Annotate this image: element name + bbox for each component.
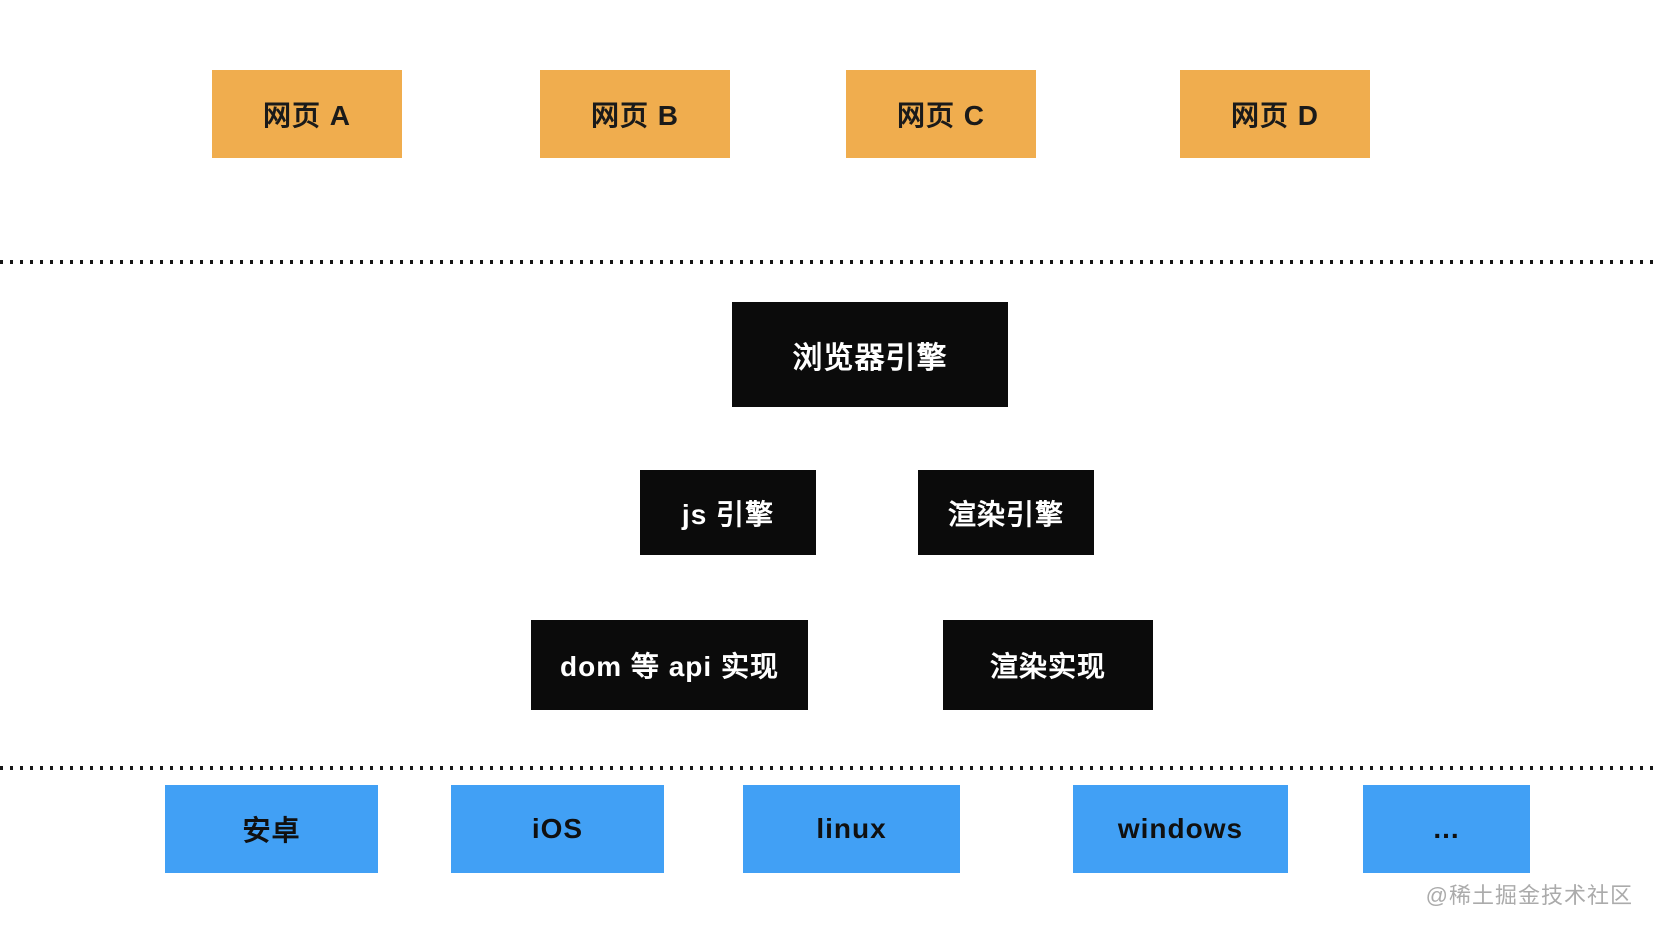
diagram-node-page-a: 网页 A bbox=[212, 70, 402, 158]
diagram-node-render-impl: 渲染实现 bbox=[943, 620, 1153, 710]
diagram-node-os-android: 安卓 bbox=[165, 785, 378, 873]
diagram-node-os-windows: windows bbox=[1073, 785, 1288, 873]
diagram-node-dom-api-impl: dom 等 api 实现 bbox=[531, 620, 808, 710]
diagram-node-os-linux: linux bbox=[743, 785, 960, 873]
divider-bottom bbox=[0, 766, 1656, 770]
diagram-node-page-b: 网页 B bbox=[540, 70, 730, 158]
watermark: @稀土掘金技术社区 bbox=[1425, 883, 1633, 908]
diagram-node-page-d: 网页 D bbox=[1180, 70, 1370, 158]
diagram-node-render-engine: 渲染引擎 bbox=[918, 470, 1094, 555]
divider-top bbox=[0, 260, 1656, 264]
diagram-node-os-more: ... bbox=[1363, 785, 1530, 873]
diagram-node-page-c: 网页 C bbox=[846, 70, 1036, 158]
diagram-node-os-ios: iOS bbox=[451, 785, 664, 873]
diagram-node-js-engine: js 引擎 bbox=[640, 470, 816, 555]
diagram-node-browser-engine: 浏览器引擎 bbox=[732, 302, 1008, 407]
